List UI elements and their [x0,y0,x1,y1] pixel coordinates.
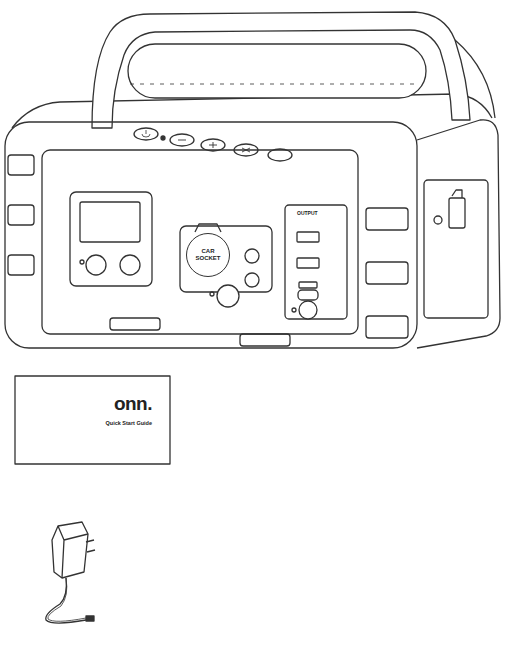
indicator [292,308,296,312]
handle-grip [130,84,420,85]
guide-title: Quick Start Guide [106,420,152,426]
output-button [299,301,317,319]
handle-side [455,40,495,118]
socket-cap: CAR SOCKET [186,233,230,277]
left-grips [8,155,34,275]
side-panel [424,180,488,318]
button [86,255,106,275]
front-panel [42,150,358,334]
wall-charger [46,522,95,623]
usb-port [297,232,319,242]
port-label: OUTPUT [297,210,318,216]
ac-port-cover [452,190,462,198]
top-buttons [134,128,292,161]
guide-card [15,376,170,464]
button [120,255,140,275]
ac-port [449,198,465,228]
feet [110,318,290,346]
usb-port [297,258,319,268]
housing-front [5,122,417,348]
socket-button [217,285,239,307]
indicator-bar [299,282,317,288]
indicator [80,260,84,264]
lcd-screen [80,202,140,242]
dc-port [245,273,259,287]
brand-logo: onn. [114,394,152,414]
carry-handle [92,12,470,128]
socket-label: CAR SOCKET [192,248,224,262]
top-surface [12,94,492,128]
output-panel [285,205,347,319]
housing-side [417,120,500,348]
socket-area [180,226,272,292]
handle-opening [128,44,426,98]
display-area [70,192,152,286]
usb-c-port [298,290,318,300]
right-grips [366,208,408,338]
indicator [210,292,214,296]
guide-card-text: onn. Quick Start Guide [15,376,170,464]
socket-cap-tab [195,224,221,232]
side-button [434,216,442,224]
dc-port [245,249,259,263]
